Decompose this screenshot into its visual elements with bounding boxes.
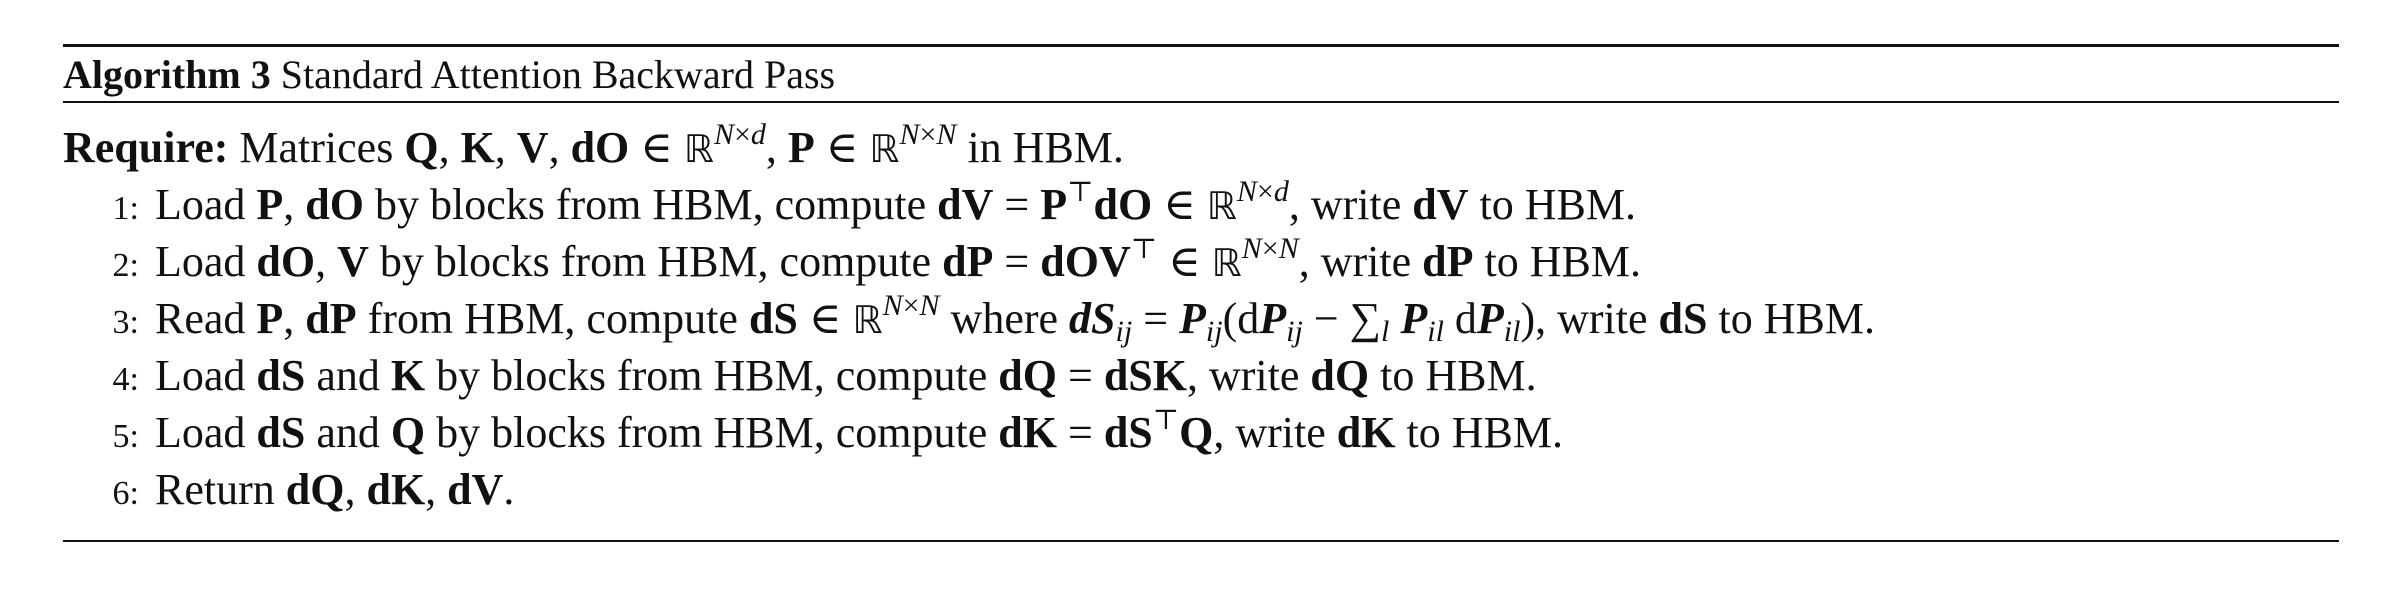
step-number: 3: — [112, 304, 139, 341]
step-2: 2: Load dO, V by blocks from HBM, compute… — [63, 233, 2339, 290]
step-text: Read P, dP from HBM, compute dS ∈ ℝN×N w… — [155, 289, 1875, 348]
algorithm-body: Require: Matrices Q, K, V, dO ∈ ℝN×d, P … — [63, 119, 2339, 518]
step-6: 6: Return dQ, dK, dV. — [63, 461, 2339, 518]
caption-rule — [63, 101, 2339, 103]
step-4: 4: Load dS and K by blocks from HBM, comp… — [63, 347, 2339, 404]
step-number: 6: — [112, 475, 139, 512]
step-text: Load dS and Q by blocks from HBM, comput… — [155, 405, 1563, 458]
step-number: 2: — [112, 247, 139, 284]
step-3: 3: Read P, dP from HBM, compute dS ∈ ℝN×N… — [63, 290, 2339, 347]
require-text: Matrices Q, K, V, dO ∈ ℝN×d, P ∈ ℝN×N in… — [239, 118, 1124, 173]
top-rule — [63, 44, 2339, 47]
step-number: 4: — [112, 361, 139, 398]
algorithm-title: Standard Attention Backward Pass — [280, 52, 836, 97]
step-1: 1: Load P, dO by blocks from HBM, compute… — [63, 176, 2339, 233]
step-number: 5: — [112, 418, 139, 455]
step-5: 5: Load dS and Q by blocks from HBM, comp… — [63, 404, 2339, 461]
algorithm-caption: Algorithm 3 Standard Attention Backward … — [63, 55, 2339, 95]
step-text: Load dS and K by blocks from HBM, comput… — [155, 351, 1537, 400]
require-line: Require: Matrices Q, K, V, dO ∈ ℝN×d, P … — [63, 119, 2339, 176]
bottom-rule — [63, 540, 2339, 542]
require-label: Require: — [63, 123, 229, 172]
algorithm-label: Algorithm 3 — [63, 52, 271, 97]
step-text: Load P, dO by blocks from HBM, compute d… — [155, 175, 1636, 230]
step-number: 1: — [112, 190, 139, 227]
step-text: Return dQ, dK, dV. — [155, 465, 515, 514]
algorithm-block: Algorithm 3 Standard Attention Backward … — [63, 44, 2339, 542]
step-text: Load dO, V by blocks from HBM, compute d… — [155, 232, 1641, 287]
